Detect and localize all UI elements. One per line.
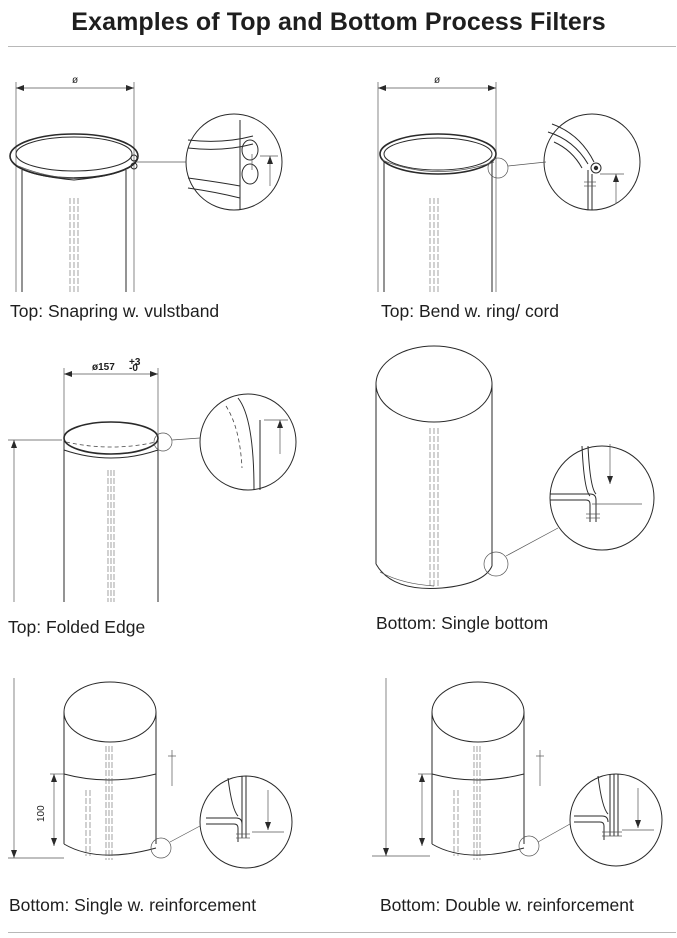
tolerance-lower: -0 xyxy=(129,363,138,374)
figure-caption: Top: Bend w. ring/ cord xyxy=(381,301,560,321)
figure-folded-edge-drawing: ø157 +3 -0 xyxy=(8,357,308,602)
figure-bend-ring-drawing: ø xyxy=(374,75,674,292)
figure-double-reinforcement-drawing xyxy=(370,670,676,872)
figure-caption: Top: Snapring w. vulstband xyxy=(10,301,220,321)
bottom-divider xyxy=(8,932,676,933)
figure-caption: Bottom: Single bottom xyxy=(376,613,549,633)
tolerance-upper: +3 xyxy=(129,357,141,368)
figure-caption: Bottom: Double w. reinforcement xyxy=(380,895,634,915)
dimension-label: ø xyxy=(434,75,440,86)
figure-single-reinforcement-drawing: 100 xyxy=(8,670,308,872)
figure-caption: Bottom: Single w. reinforcement xyxy=(9,895,257,915)
dimension-label: ø xyxy=(72,75,78,86)
figure-single-bottom-drawing xyxy=(372,344,677,592)
dimension-label: 100 xyxy=(36,805,47,822)
figure-snapring-drawing: ø xyxy=(8,75,308,292)
top-divider xyxy=(8,46,676,47)
figure-caption: Top: Folded Edge xyxy=(8,617,146,637)
dimension-label: ø157 xyxy=(92,362,115,373)
page-title: Examples of Top and Bottom Process Filte… xyxy=(71,8,606,36)
